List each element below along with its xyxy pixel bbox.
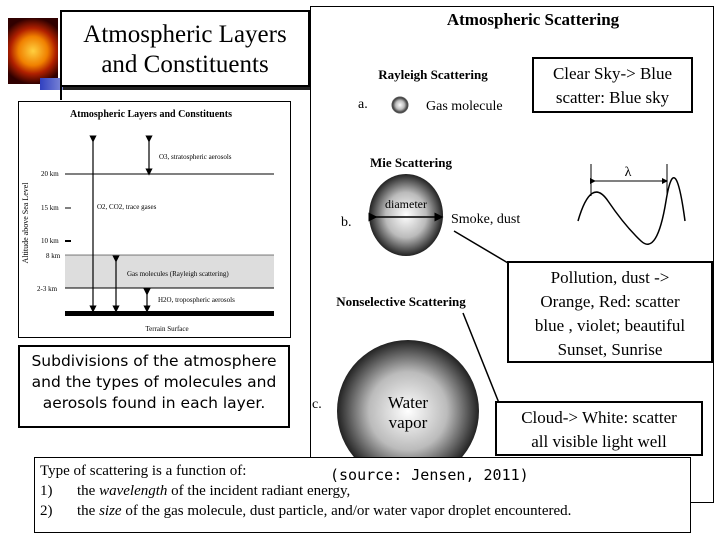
mie-label: Smoke, dust bbox=[451, 212, 520, 227]
scattering-title: Atmospheric Scattering bbox=[447, 10, 620, 29]
label-gas: Gas molecules (Rayleigh scattering) bbox=[127, 270, 229, 278]
tick-2-3km: 2-3 km bbox=[37, 285, 58, 293]
item-emphasis: size bbox=[99, 503, 122, 519]
callout-line: Cloud-> White: scatter bbox=[521, 408, 677, 427]
label-o2: O2, CO2, trace gases bbox=[97, 203, 157, 211]
item-number: 1) bbox=[40, 483, 53, 499]
decorative-line bbox=[60, 82, 62, 100]
item-text: of the incident radiant energy, bbox=[167, 483, 351, 499]
subdivisions-caption: Subdivisions of the atmosphere and the t… bbox=[18, 345, 290, 428]
mie-heading: Mie Scattering bbox=[370, 155, 452, 170]
title-line-2: and Constituents bbox=[101, 51, 269, 78]
bottom-intro: Type of scattering is a function of: bbox=[40, 463, 247, 479]
rayleigh-heading: Rayleigh Scattering bbox=[378, 67, 488, 82]
rayleigh-letter: a. bbox=[358, 97, 368, 112]
layers-figure: Atmospheric Layers and Constituents 20 k… bbox=[18, 101, 291, 338]
sun-image bbox=[8, 18, 58, 84]
callout-pollution: Pollution, dust -> Orange, Red: scatter … bbox=[507, 261, 713, 363]
terrain-surface bbox=[65, 311, 274, 316]
pointer-line-pollution bbox=[453, 230, 509, 264]
item-text: of the gas molecule, dust particle, and/… bbox=[121, 503, 572, 519]
water-label: Water bbox=[388, 393, 428, 412]
label-o3: O3, stratospheric aerosols bbox=[159, 153, 232, 161]
item-text: the bbox=[77, 503, 100, 519]
smoke-dust-sphere bbox=[369, 174, 443, 256]
water-vapor-sphere bbox=[337, 340, 479, 482]
callout-line: blue , violet; beautiful bbox=[534, 316, 686, 335]
tick-8km: 8 km bbox=[46, 252, 61, 260]
callout-line: Sunset, Sunrise bbox=[557, 340, 663, 359]
callout-line: Pollution, dust -> bbox=[550, 268, 670, 287]
layers-title: Atmospheric Layers and Constituents bbox=[70, 109, 232, 120]
callout-line: all visible light well bbox=[531, 432, 667, 451]
nonselective-letter: c. bbox=[312, 397, 322, 412]
callout-clear-sky: Clear Sky-> Blue scatter: Blue sky bbox=[532, 57, 693, 113]
bottom-item-2: 2) the size of the gas molecule, dust par… bbox=[40, 501, 690, 521]
gas-molecule-sphere bbox=[391, 96, 409, 114]
bottom-item-1: 1) the wavelength of the incident radiant… bbox=[40, 481, 690, 501]
scattering-function-text: Type of scattering is a function of: 1) t… bbox=[34, 457, 691, 533]
y-axis-label: Altitude above Sea Level bbox=[21, 182, 30, 264]
lambda-label: λ bbox=[625, 165, 632, 180]
vapor-label: vapor bbox=[389, 413, 428, 432]
title-line-1: Atmospheric Layers bbox=[83, 21, 287, 48]
callout-line: Clear Sky-> Blue bbox=[552, 64, 673, 83]
pointer-line-cloud bbox=[462, 312, 500, 404]
item-text: the bbox=[77, 483, 100, 499]
tick-15km: 15 km bbox=[41, 204, 59, 212]
diameter-label: diameter bbox=[385, 197, 427, 211]
item-emphasis: wavelength bbox=[99, 483, 168, 499]
mie-letter: b. bbox=[341, 215, 352, 230]
wave-icon bbox=[577, 177, 686, 245]
callout-line: scatter: Blue sky bbox=[555, 88, 670, 107]
item-number: 2) bbox=[40, 503, 53, 519]
slide-title: Atmospheric Layers and Constituents bbox=[60, 10, 310, 87]
rayleigh-layer bbox=[65, 255, 274, 288]
rayleigh-label: Gas molecule bbox=[426, 99, 503, 114]
callout-cloud: Cloud-> White: scatter all visible light… bbox=[495, 401, 703, 456]
tick-10km: 10 km bbox=[41, 237, 59, 245]
callout-line: Orange, Red: scatter bbox=[540, 292, 680, 311]
label-h2o: H2O, tropospheric aerosols bbox=[158, 296, 235, 304]
nonselective-heading: Nonselective Scattering bbox=[336, 294, 466, 309]
label-surface: Terrain Surface bbox=[145, 325, 188, 333]
tick-20km: 20 km bbox=[41, 170, 59, 178]
source-citation: (source: Jensen, 2011) bbox=[330, 466, 529, 484]
